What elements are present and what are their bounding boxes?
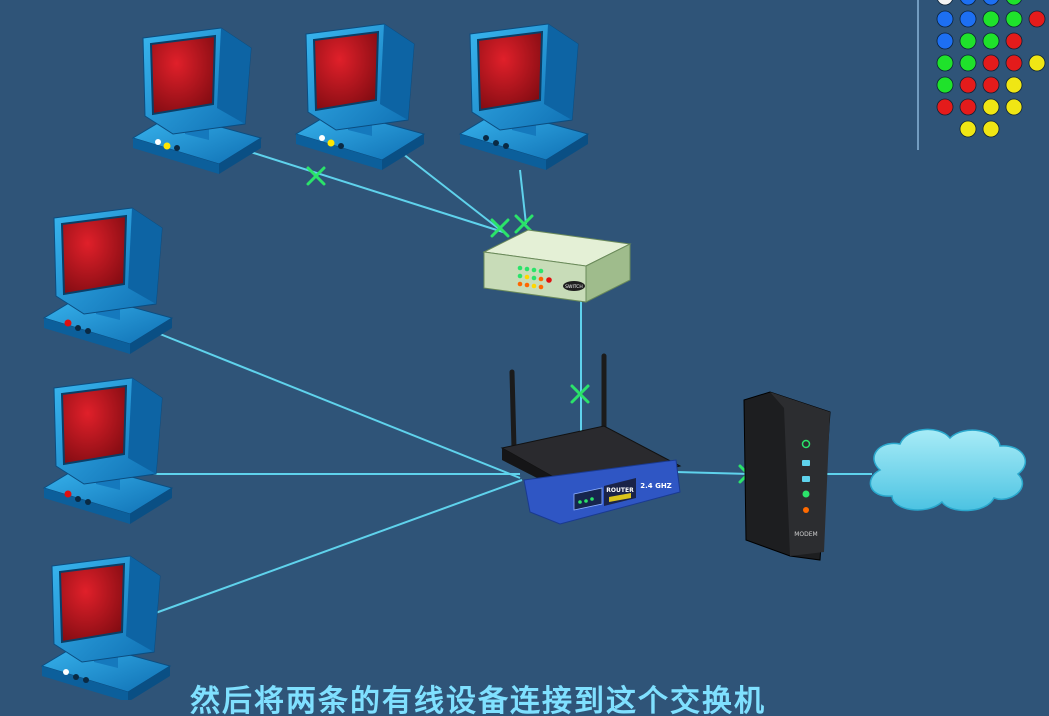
legend-dot-green: [1006, 0, 1022, 6]
legend-dot-yellow: [959, 120, 977, 138]
legend-dot-red: [1028, 10, 1046, 28]
caption-subtitle: 然后将两条的有线设备连接到这个交换机: [190, 684, 766, 716]
modem-label: MODEM: [794, 531, 818, 538]
link-router-modem: [675, 471, 751, 475]
legend-dot-white: [937, 0, 953, 6]
router-antenna-left: [509, 369, 517, 451]
legend-dot-green: [1005, 10, 1023, 28]
links-layer: [149, 147, 872, 616]
legend-dots: [936, 0, 1046, 138]
legend-dot-blue: [960, 0, 976, 6]
legend-dot-blue: [959, 10, 977, 28]
data-packet-marker: [514, 214, 534, 234]
legend-dot-yellow: [1005, 76, 1023, 94]
monitor-ports: [63, 135, 509, 683]
legend-dot-red: [1005, 54, 1023, 72]
cable-modem[interactable]: MODEM: [743, 391, 831, 561]
legend-dot-yellow: [1028, 54, 1046, 72]
data-packet-marker: [306, 166, 326, 186]
data-packet-marker: [490, 218, 510, 238]
network-diagram: SWITCH ROUTER 2.4 GHZ MODEM: [41, 0, 1046, 700]
link-computer-4-router: [149, 329, 521, 479]
legend-dot-blue: [936, 10, 954, 28]
packets-layer: [306, 166, 758, 484]
link-computer-2-switch: [397, 149, 504, 233]
computer-2[interactable]: [295, 23, 425, 171]
legend-dot-green: [959, 54, 977, 72]
switch-leds: [517, 265, 552, 290]
legend-dot-yellow: [1005, 98, 1023, 116]
legend-dot-green: [959, 32, 977, 50]
link-computer-3-switch: [519, 169, 527, 225]
computer-6[interactable]: [41, 555, 171, 700]
legend-dot-yellow: [982, 98, 1000, 116]
computer-4[interactable]: [43, 207, 173, 355]
legend-dot-blue: [983, 0, 999, 6]
link-computer-1-switch: [237, 147, 504, 233]
wireless-router[interactable]: ROUTER 2.4 GHZ: [500, 353, 682, 525]
legend-dot-green: [936, 76, 954, 94]
legend-dot-red: [959, 76, 977, 94]
router-band-label: 2.4 GHZ: [640, 482, 672, 490]
link-computer-6-router: [149, 479, 523, 616]
internet-cloud[interactable]: [869, 428, 1026, 512]
legend-dot-red: [959, 98, 977, 116]
legend-dot-blue: [936, 32, 954, 50]
computer-5[interactable]: [43, 377, 173, 525]
network-switch[interactable]: SWITCH: [482, 229, 632, 303]
legend-dot-green: [982, 32, 1000, 50]
legend-dot-green: [936, 54, 954, 72]
legend-dot-red: [982, 54, 1000, 72]
computer-1[interactable]: [132, 27, 262, 175]
legend-dot-red: [936, 98, 954, 116]
router-label: ROUTER: [606, 487, 634, 494]
legend-dot-red: [982, 76, 1000, 94]
modem-leds: [801, 439, 811, 513]
computer-3[interactable]: [459, 23, 589, 171]
data-packet-marker: [570, 384, 590, 404]
legend-dot-green: [982, 10, 1000, 28]
switch-label: SWITCH: [565, 284, 583, 290]
legend-dot-red: [1005, 32, 1023, 50]
legend-dot-yellow: [982, 120, 1000, 138]
